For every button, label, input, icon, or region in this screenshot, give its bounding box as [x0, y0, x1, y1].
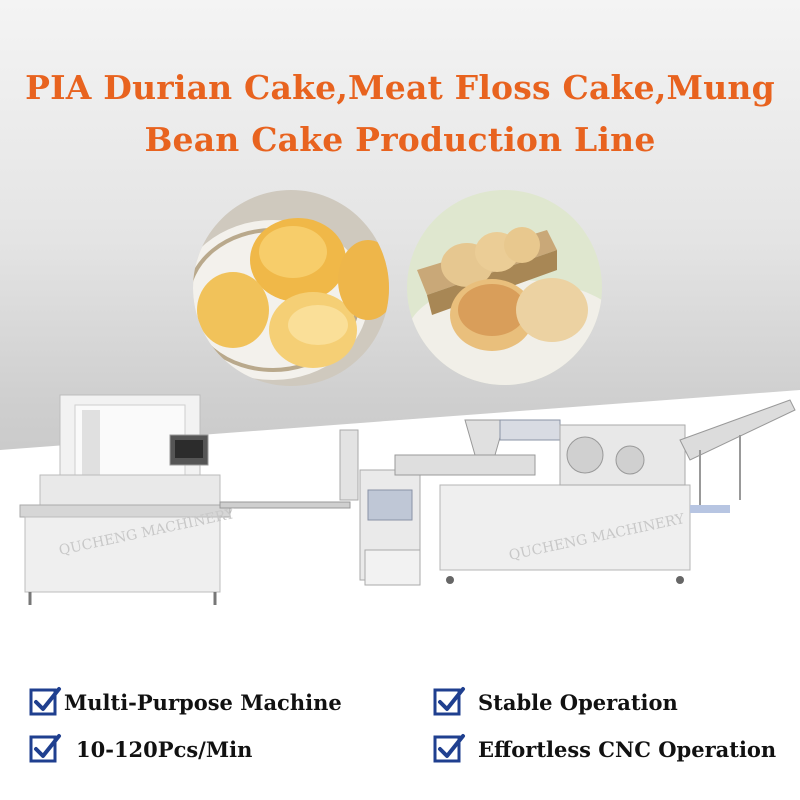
cake-photo-plate [193, 190, 389, 386]
feature-label: Stable Operation [478, 689, 678, 715]
cake-photo-box [407, 190, 602, 385]
feature-label: Multi-Purpose Machine [64, 689, 342, 715]
feature-item: Multi-Purpose Machine [28, 685, 342, 719]
checkbox-icon [29, 734, 61, 763]
checkbox-icon [29, 687, 61, 716]
feature-item: 10-120Pcs/Min [28, 732, 252, 766]
feature-label: Effortless CNC Operation [478, 736, 777, 762]
feature-item: Effortless CNC Operation [432, 732, 776, 766]
feature-list: Multi-Purpose Machine Stable Operation 1… [0, 670, 800, 780]
title-line-1: PIA Durian Cake,Meat Floss Cake,Mung [25, 68, 775, 107]
title-line-2: Bean Cake Production Line [144, 120, 656, 159]
feature-label: 10-120Pcs/Min [76, 736, 253, 762]
checkbox-icon [433, 687, 465, 716]
checkbox-icon [433, 734, 465, 763]
feature-item: Stable Operation [432, 685, 678, 719]
page-title: PIA Durian Cake,Meat Floss Cake,Mung Bea… [0, 62, 800, 166]
production-line-machine-image: QUCHENG MACHINERY QUCHENG MACHINERY [19, 394, 796, 605]
